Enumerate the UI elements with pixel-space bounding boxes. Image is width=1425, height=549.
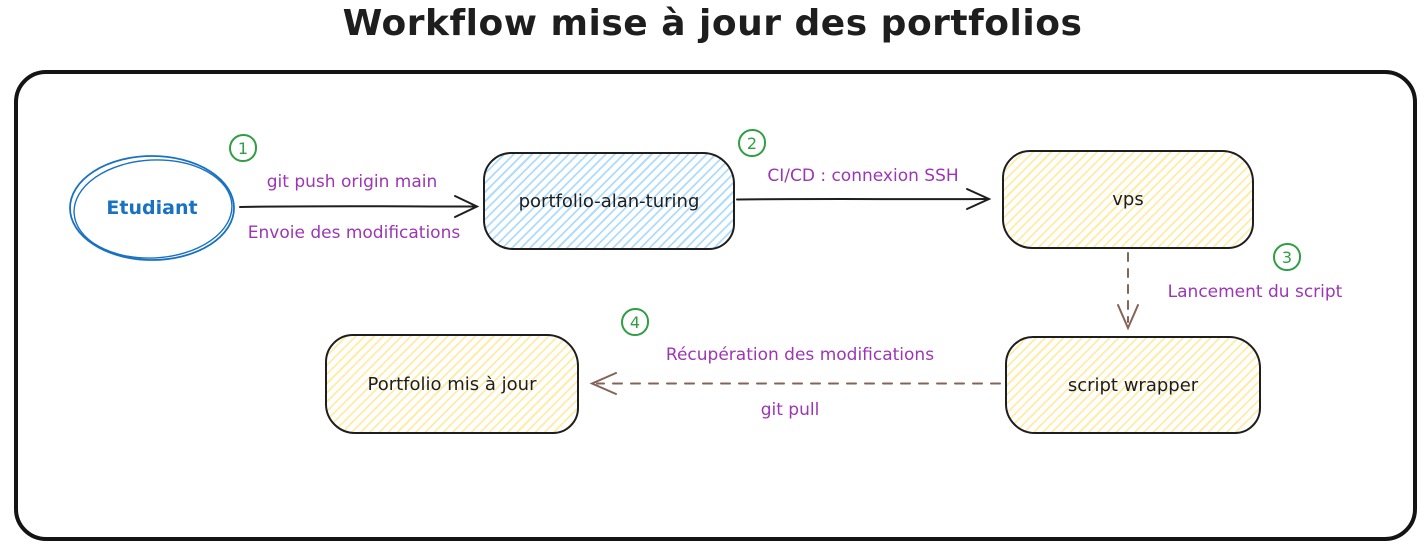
node-etudiant-label: Etudiant [106, 197, 198, 219]
edge-label-envoie-modifications: Envoie des modifications [247, 223, 461, 243]
step-badge-2: 2 [738, 129, 766, 157]
edge-label-cicd-ssh: CI/CD : connexion SSH [767, 166, 959, 186]
node-portfolio-repo: portfolio-alan-turing [483, 152, 735, 250]
step-badge-4: 4 [621, 308, 649, 336]
node-portfolio-updated-label: Portfolio mis à jour [367, 373, 537, 395]
node-script-wrapper: script wrapper [1005, 336, 1261, 434]
node-portfolio-updated: Portfolio mis à jour [325, 334, 579, 434]
node-vps-label: vps [1112, 189, 1144, 210]
diagram-title: Workflow mise à jour des portfolios [342, 3, 1083, 44]
node-script-wrapper-label: script wrapper [1067, 374, 1199, 396]
edge-label-lancement-script: Lancement du script [1167, 282, 1343, 302]
step-badge-3: 3 [1273, 243, 1301, 271]
edge-label-git-pull: git pull [760, 400, 820, 420]
diagram-frame [14, 70, 1417, 541]
step-badge-1: 1 [229, 134, 257, 162]
node-vps: vps [1002, 150, 1254, 249]
edge-label-git-push: git push origin main [266, 172, 438, 192]
node-portfolio-repo-label: portfolio-alan-turing [518, 190, 700, 212]
edge-label-recuperation-modifications: Récupération des modifications [665, 345, 935, 365]
